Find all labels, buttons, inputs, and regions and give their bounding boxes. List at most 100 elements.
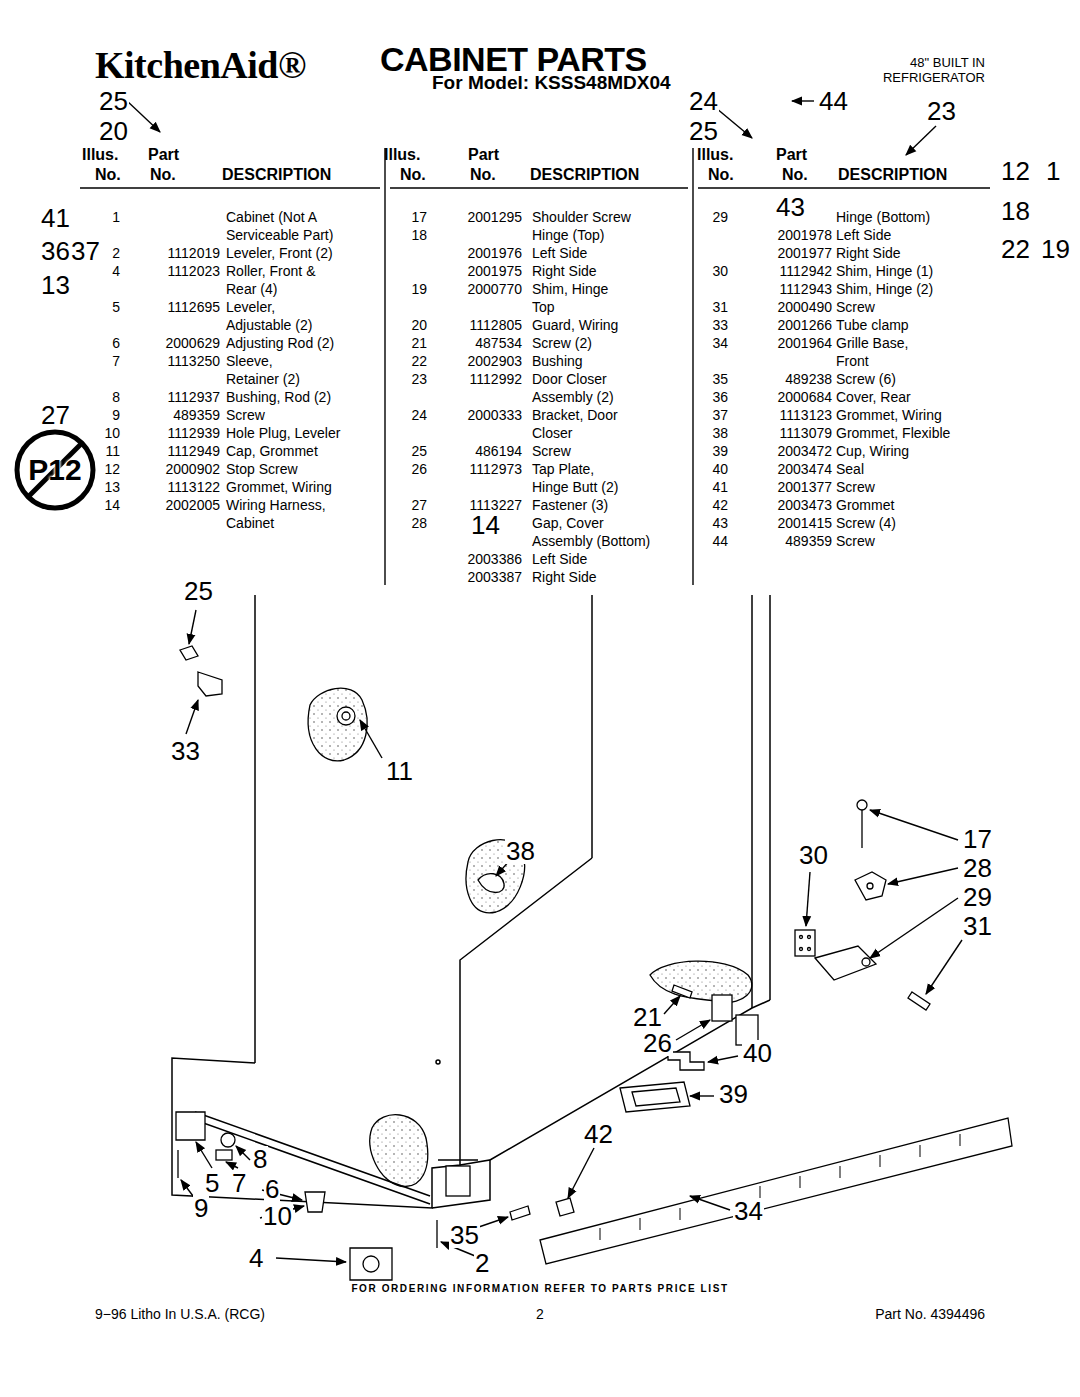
- part-number: 2000770: [467, 280, 522, 298]
- part-number: 1113079: [780, 424, 832, 442]
- part-number: 2001415: [777, 514, 832, 532]
- callout-number: 36: [40, 238, 71, 264]
- part-description: Cap, Grommet: [226, 442, 318, 460]
- illus-number: 13: [104, 478, 120, 496]
- no-symbol-text: P12: [28, 454, 81, 486]
- part-description: Left Side: [836, 226, 891, 244]
- callout-number: 19: [1040, 236, 1071, 262]
- part-description: Cover, Rear: [836, 388, 911, 406]
- part-description: Grommet, Wiring: [836, 406, 942, 424]
- part-number: 2003472: [777, 442, 832, 460]
- callout-number: 34: [733, 1198, 764, 1224]
- part-description: Gap, Cover Assembly (Bottom): [532, 514, 660, 550]
- part-number: 487534: [475, 334, 522, 352]
- illus-number: 30: [712, 262, 728, 280]
- callout-number: 13: [40, 272, 71, 298]
- illus-number: 26: [411, 460, 427, 478]
- part-description: Right Side: [532, 262, 597, 280]
- illus-number: 21: [411, 334, 427, 352]
- part-number: 2002005: [165, 496, 220, 514]
- illus-number: 41: [712, 478, 728, 496]
- illus-number: 44: [712, 532, 728, 550]
- illus-number: 19: [411, 280, 427, 298]
- part-number: 2001978: [777, 226, 832, 244]
- part-number: 1112949: [168, 442, 220, 460]
- callout-number: 22: [1000, 236, 1031, 262]
- illus-number: 5: [112, 298, 120, 316]
- callout-number: 25: [688, 118, 719, 144]
- part-number: 2000629: [165, 334, 220, 352]
- part-description: Hole Plug, Leveler: [226, 424, 340, 442]
- part-description: Screw (2): [532, 334, 592, 352]
- illus-number: 34: [712, 334, 728, 352]
- model-line: For Model: KSSS48MDX04: [432, 72, 671, 94]
- illus-number: 8: [112, 388, 120, 406]
- illus-number: 7: [112, 352, 120, 370]
- column-header: No.: [400, 166, 426, 184]
- illus-number: 24: [411, 406, 427, 424]
- callout-number: 18: [1000, 198, 1031, 224]
- part-description: Hinge (Bottom): [836, 208, 930, 226]
- callout-number: 43: [775, 194, 806, 220]
- footer-note: FOR ORDERING INFORMATION REFER TO PARTS …: [351, 1280, 728, 1298]
- part-description: Stop Screw: [226, 460, 298, 478]
- illus-number: 2: [112, 244, 120, 262]
- part-number: 1113123: [780, 406, 832, 424]
- column-header: No.: [708, 166, 734, 184]
- part-description: Tube clamp: [836, 316, 909, 334]
- print-info: 9−96 Litho In U.S.A. (RCG): [95, 1305, 265, 1323]
- callout-number: 27: [40, 402, 71, 428]
- callout-number: 7: [231, 1170, 247, 1196]
- part-number: 1112695: [168, 298, 220, 316]
- part-description: Cup, Wiring: [836, 442, 909, 460]
- part-number: 2003473: [777, 496, 832, 514]
- callout-number: 4: [248, 1245, 264, 1271]
- part-description: Grille Base, Front: [836, 334, 926, 370]
- part-number: 1112943: [780, 280, 832, 298]
- part-number: 2000333: [467, 406, 522, 424]
- illus-number: 38: [712, 424, 728, 442]
- part-description: Hinge (Top): [532, 226, 604, 244]
- part-number: 2002903: [467, 352, 522, 370]
- part-description: Grommet, Wiring: [226, 478, 332, 496]
- part-number: 2001295: [467, 208, 522, 226]
- part-description: Grommet: [836, 496, 894, 514]
- part-number: 1112973: [470, 460, 522, 478]
- callout-number: 30: [798, 842, 829, 868]
- callout-number: 35: [449, 1222, 480, 1248]
- callout-number: 37: [70, 238, 101, 264]
- part-number: 489359: [173, 406, 220, 424]
- part-number: 2001976: [467, 244, 522, 262]
- part-number: 1112937: [168, 388, 220, 406]
- no-symbol: [17, 432, 93, 508]
- callout-number: 5: [204, 1170, 220, 1196]
- illus-number: 35: [712, 370, 728, 388]
- callout-number: 25: [98, 88, 129, 114]
- part-description: Screw: [532, 442, 571, 460]
- part-description: Right Side: [836, 244, 901, 262]
- part-description: Sleeve, Retainer (2): [226, 352, 311, 388]
- part-description: Cabinet (Not A Serviceable Part): [226, 208, 346, 244]
- callout-number: 33: [170, 738, 201, 764]
- part-number: 2001266: [777, 316, 832, 334]
- part-description: Leveler, Adjustable (2): [226, 298, 326, 334]
- part-description: Adjusting Rod (2): [226, 334, 334, 352]
- illus-number: 39: [712, 442, 728, 460]
- column-header: DESCRIPTION: [530, 166, 639, 184]
- part-description: Tap Plate, Hinge Butt (2): [532, 460, 630, 496]
- column-header: DESCRIPTION: [222, 166, 331, 184]
- part-description: Guard, Wiring: [532, 316, 618, 334]
- callout-number: 29: [962, 884, 993, 910]
- illus-number: 18: [411, 226, 427, 244]
- callout-number: 39: [718, 1081, 749, 1107]
- illus-number: 14: [104, 496, 120, 514]
- part-description: Screw: [226, 406, 265, 424]
- column-header: Illus.: [82, 146, 118, 164]
- part-description: Door Closer Assembly (2): [532, 370, 627, 406]
- illus-number: 22: [411, 352, 427, 370]
- part-number: 2003387: [467, 568, 522, 586]
- part-description: Left Side: [532, 244, 587, 262]
- part-number: 2000684: [777, 388, 832, 406]
- part-description: Screw (4): [836, 514, 896, 532]
- illus-number: 33: [712, 316, 728, 334]
